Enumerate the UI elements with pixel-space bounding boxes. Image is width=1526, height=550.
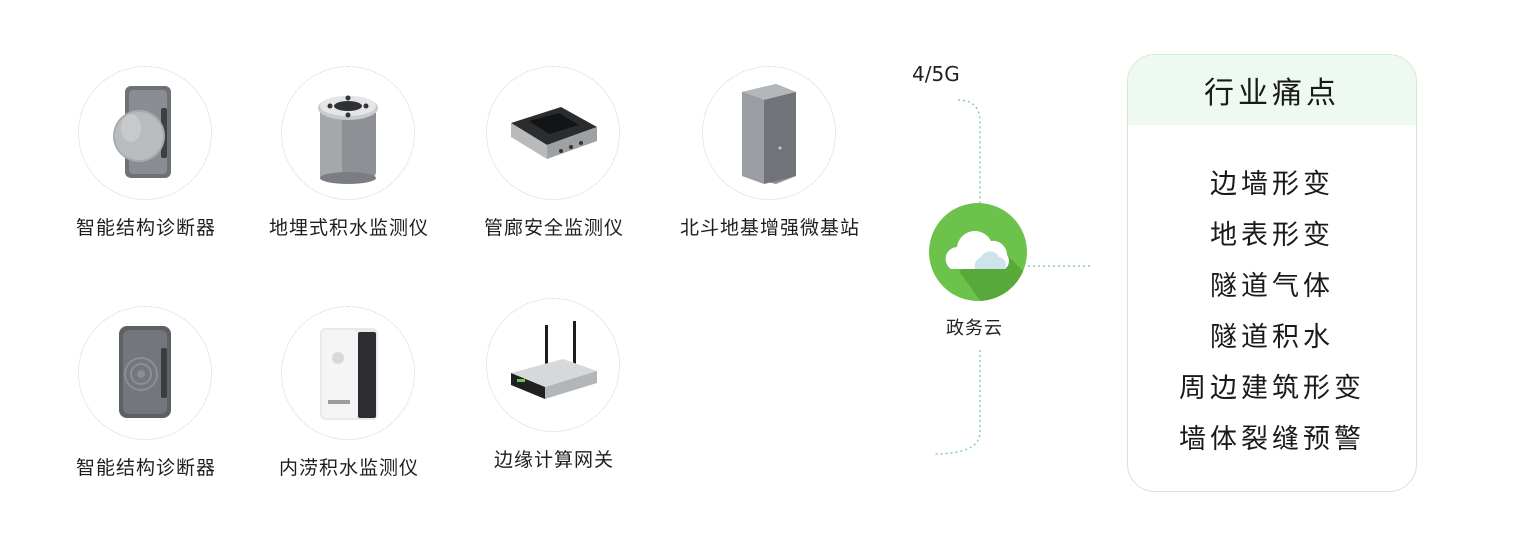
- pain-point-item: 隧道气体: [1210, 271, 1334, 302]
- panel-title: 行业痛点: [1128, 55, 1416, 125]
- device-label: 管廊安全监测仪: [483, 217, 624, 239]
- device-ring: [486, 298, 620, 432]
- structure-diagnostic-device-icon: [113, 86, 171, 178]
- device-ring: [281, 66, 415, 200]
- cloud-icon: [945, 231, 1027, 301]
- network-label: 4/5G: [912, 62, 960, 86]
- device-label: 智能结构诊断器: [75, 217, 216, 239]
- cloud-label: 政务云: [946, 318, 1003, 339]
- pain-point-item: 墙体裂缝预警: [1179, 424, 1365, 455]
- device-label: 边缘计算网关: [493, 449, 614, 471]
- pain-point-item: 边墙形变: [1210, 169, 1334, 200]
- pain-point-item: 周边建筑形变: [1179, 373, 1365, 404]
- device-ring: [281, 306, 415, 440]
- device-ring: [486, 66, 620, 200]
- device-ring: [78, 306, 212, 440]
- device-label: 地埋式积水监测仪: [268, 217, 429, 239]
- pipe-gallery-monitor-icon: [511, 107, 597, 159]
- pain-points-panel: 行业痛点 边墙形变 地表形变 隧道气体 隧道积水 周边建筑形变 墙体裂缝预警: [1127, 54, 1417, 492]
- waterlogging-monitor-icon: [320, 328, 378, 420]
- beidou-base-station-icon: [742, 84, 796, 184]
- edge-gateway-icon: [511, 321, 597, 399]
- cloud-node: [929, 203, 1027, 301]
- pain-point-item: 地表形变: [1210, 220, 1334, 251]
- device-label: 北斗地基增强微基站: [679, 217, 860, 239]
- buried-water-monitor-icon: [318, 95, 378, 184]
- pain-points-list: 边墙形变 地表形变 隧道气体 隧道积水 周边建筑形变 墙体裂缝预警: [1128, 125, 1416, 465]
- structure-diagnostic-device-icon: [119, 326, 171, 418]
- device-ring: [702, 66, 836, 200]
- device-label: 内涝积水监测仪: [278, 457, 419, 479]
- pain-point-item: 隧道积水: [1210, 322, 1334, 353]
- upper-connector: [957, 99, 981, 203]
- device-label: 智能结构诊断器: [75, 457, 216, 479]
- device-ring: [78, 66, 212, 200]
- lower-connector: [933, 350, 981, 455]
